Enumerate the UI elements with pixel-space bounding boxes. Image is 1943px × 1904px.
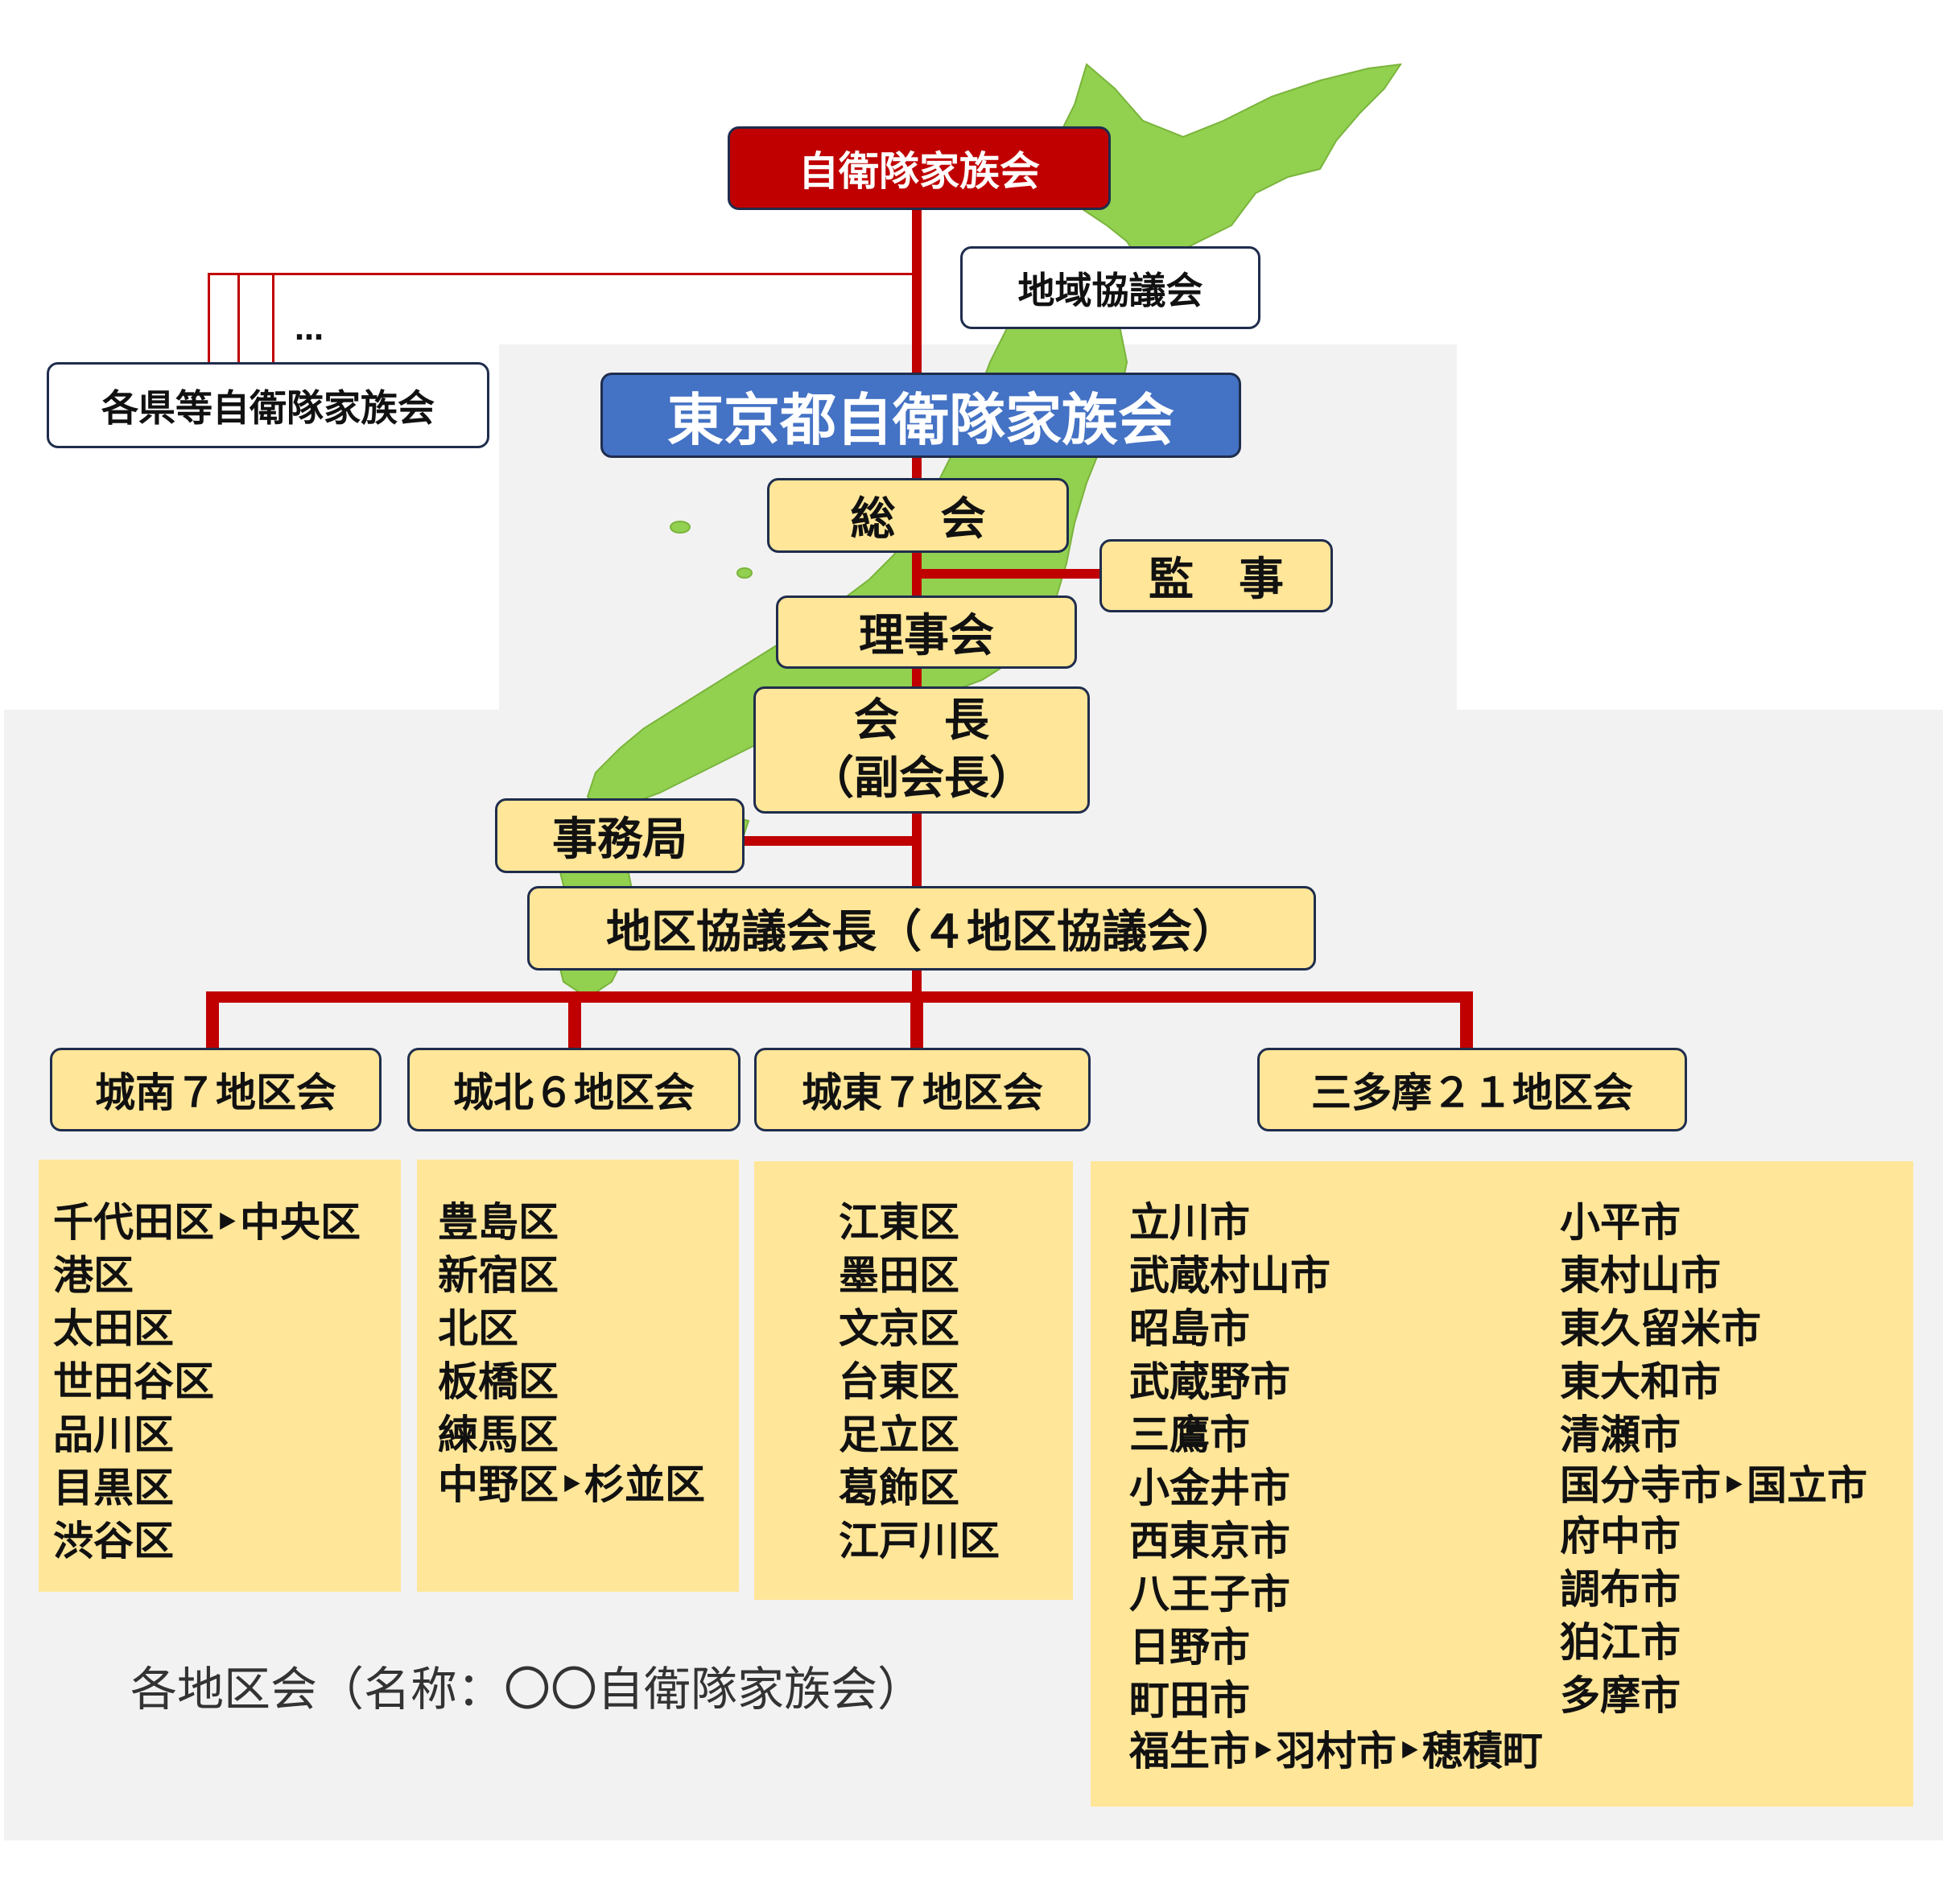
district-chair-box: 地区協議会長（４地区協議会） bbox=[527, 886, 1316, 971]
connector-district-drop-2 bbox=[568, 991, 581, 1049]
connector-prefecture-drop-2 bbox=[237, 273, 240, 363]
list-item: 世田谷区 bbox=[53, 1358, 214, 1405]
list-item: 東久留米市 bbox=[1560, 1305, 1761, 1352]
list-item: 板橋区 bbox=[438, 1358, 559, 1405]
member-list-santama-col2: 小平市 東村山市 東久留米市 東大和市 清瀬市 国分寺市‣国立市 府中市 調布市… bbox=[1560, 1196, 1867, 1722]
list-item: 八王子市 bbox=[1129, 1571, 1290, 1618]
list-item: 狛江市 bbox=[1560, 1619, 1681, 1666]
list-item: 品川区 bbox=[53, 1412, 174, 1458]
list-item: 北区 bbox=[438, 1305, 518, 1352]
list-item: 中野区‣杉並区 bbox=[438, 1461, 705, 1508]
member-list-johoku: 豊島区 新宿区 北区 板橋区 練馬区 中野区‣杉並区 bbox=[417, 1160, 739, 1592]
district-name-santama: 三多摩２１地区会 bbox=[1311, 1069, 1633, 1116]
district-box-jonan: 城南７地区会 bbox=[50, 1048, 382, 1131]
list-item: 調布市 bbox=[1560, 1566, 1681, 1613]
list-item: 新宿区 bbox=[438, 1252, 559, 1299]
tokyo-association-label: 東京都自衛隊家族会 bbox=[667, 386, 1174, 453]
connector-auditor bbox=[918, 569, 1103, 579]
list-item: 豊島区 bbox=[438, 1199, 559, 1246]
board-box: 理事会 bbox=[776, 596, 1077, 669]
list-item: 台東区 bbox=[839, 1358, 959, 1405]
district-chair-label: 地区協議会長（４地区協議会） bbox=[606, 906, 1237, 958]
list-item: 文京区 bbox=[839, 1305, 959, 1352]
connector-district-drop-4 bbox=[1460, 991, 1473, 1049]
list-item: 国分寺市‣国立市 bbox=[1560, 1462, 1867, 1509]
list-item: 武蔵村山市 bbox=[1129, 1252, 1330, 1299]
list-item: 三鷹市 bbox=[1129, 1412, 1250, 1458]
district-box-johoku: 城北６地区会 bbox=[407, 1048, 740, 1131]
list-item: 太田区 bbox=[53, 1305, 174, 1352]
prefecture-ellipsis: … bbox=[295, 314, 324, 347]
list-item: 渋谷区 bbox=[53, 1518, 174, 1564]
member-list-joto: 江東区 墨田区 文京区 台東区 足立区 葛飾区 江戸川区 bbox=[754, 1161, 1073, 1600]
regional-council-box: 地域協議会 bbox=[960, 246, 1260, 329]
auditor-box: 監 事 bbox=[1099, 539, 1333, 612]
district-name-joto: 城東７地区会 bbox=[802, 1069, 1043, 1116]
list-item: 江東区 bbox=[839, 1199, 959, 1246]
list-item: 江戸川区 bbox=[839, 1518, 1000, 1564]
president-label: 会 長 bbox=[854, 694, 989, 747]
footer-note: 各地区会（名称：〇〇自衛隊家族会） bbox=[130, 1662, 925, 1716]
list-item: 墨田区 bbox=[839, 1252, 959, 1299]
general-meeting-label: 総 会 bbox=[850, 493, 986, 546]
national-association-label: 自衛隊家族会 bbox=[798, 148, 1040, 195]
district-name-jonan: 城南７地区会 bbox=[95, 1069, 336, 1116]
board-label: 理事会 bbox=[859, 610, 994, 662]
vice-president-label: （副会長） bbox=[809, 752, 1034, 805]
district-box-joto: 城東７地区会 bbox=[754, 1048, 1091, 1131]
list-item: 清瀬市 bbox=[1560, 1412, 1681, 1458]
list-item: 目黒区 bbox=[53, 1465, 174, 1511]
list-item: 福生市‣羽村市‣穂積町 bbox=[1129, 1728, 1543, 1774]
list-item: 東村山市 bbox=[1560, 1252, 1721, 1299]
tokyo-association-box: 東京都自衛隊家族会 bbox=[600, 373, 1241, 458]
list-item: 多摩市 bbox=[1560, 1672, 1681, 1719]
list-item: 港区 bbox=[53, 1252, 134, 1299]
secretariat-label: 事務局 bbox=[552, 814, 687, 866]
member-list-jonan: 千代田区‣中央区 港区 太田区 世田谷区 品川区 目黒区 渋谷区 bbox=[39, 1160, 401, 1592]
auditor-label: 監 事 bbox=[1149, 554, 1284, 606]
connector-district-drop-3 bbox=[910, 991, 923, 1049]
list-item: 武蔵野市 bbox=[1129, 1358, 1290, 1405]
list-item: 立川市 bbox=[1129, 1199, 1250, 1246]
list-item: 東大和市 bbox=[1560, 1358, 1721, 1405]
secretariat-box: 事務局 bbox=[495, 798, 745, 873]
list-item: 葛飾区 bbox=[839, 1465, 959, 1511]
list-item: 千代田区‣中央区 bbox=[53, 1199, 361, 1246]
prefecture-associations-box: 各県等自衛隊家族会 bbox=[47, 362, 489, 448]
general-meeting-box: 総 会 bbox=[767, 478, 1069, 553]
list-item: 府中市 bbox=[1560, 1513, 1681, 1560]
president-box: 会 長 （副会長） bbox=[753, 686, 1090, 814]
connector-secretariat bbox=[740, 836, 918, 846]
district-box-santama: 三多摩２１地区会 bbox=[1257, 1048, 1687, 1131]
district-name-johoku: 城北６地区会 bbox=[453, 1069, 695, 1116]
connector-prefecture-drop-3 bbox=[272, 273, 274, 363]
connector-district-drop-1 bbox=[206, 991, 219, 1049]
list-item: 小金井市 bbox=[1129, 1465, 1290, 1511]
member-list-santama: 立川市 武蔵村山市 昭島市 武蔵野市 三鷹市 小金井市 西東京市 八王子市 日野… bbox=[1091, 1161, 1913, 1807]
list-item: 町田市 bbox=[1129, 1677, 1250, 1724]
regional-council-label: 地域協議会 bbox=[1017, 268, 1203, 312]
list-item: 小平市 bbox=[1560, 1199, 1681, 1246]
list-item: 足立区 bbox=[839, 1412, 959, 1458]
list-item: 日野市 bbox=[1129, 1624, 1250, 1671]
prefecture-associations-label: 各県等自衛隊家族会 bbox=[101, 385, 435, 430]
national-association-box: 自衛隊家族会 bbox=[728, 126, 1111, 210]
connector-prefecture-drop-1 bbox=[208, 273, 210, 363]
list-item: 昭島市 bbox=[1129, 1305, 1250, 1352]
list-item: 西東京市 bbox=[1129, 1518, 1290, 1564]
member-list-santama-col1: 立川市 武蔵村山市 昭島市 武蔵野市 三鷹市 小金井市 西東京市 八王子市 日野… bbox=[1129, 1196, 1543, 1775]
list-item: 練馬区 bbox=[438, 1412, 559, 1458]
connector-district-horizontal bbox=[208, 991, 1473, 1003]
connector-prefecture-horizontal bbox=[208, 273, 916, 275]
